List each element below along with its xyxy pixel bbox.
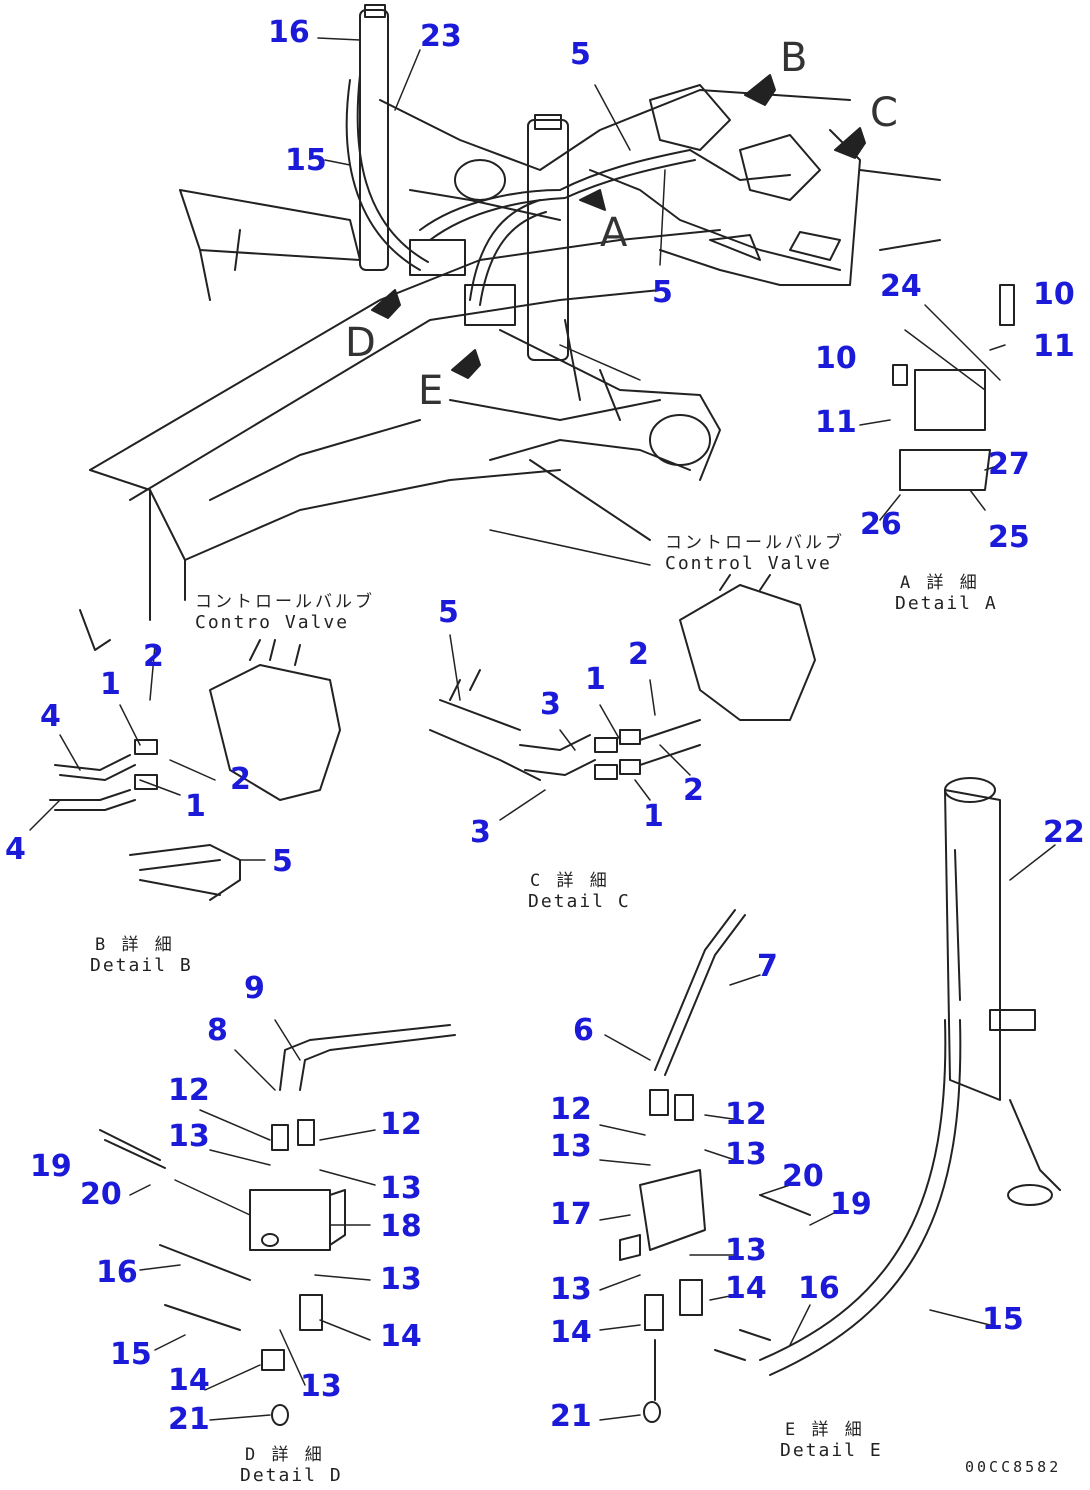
callout-20: 20 [80, 1177, 122, 1212]
callout-8: 8 [207, 1013, 228, 1048]
callout-26: 26 [860, 507, 902, 542]
callout-3: 3 [540, 687, 561, 722]
callout-12: 12 [550, 1092, 592, 1127]
lift-cylinders [359, 4, 581, 401]
callout-23: 23 [420, 19, 462, 54]
callout-5: 5 [570, 37, 591, 72]
detail-a-caption-jp: A 詳 細 [900, 573, 980, 593]
callout-6: 6 [573, 1013, 594, 1048]
detail-c-caption-en: Detail C [528, 891, 631, 912]
callout-1: 1 [185, 789, 206, 824]
callout-1: 1 [100, 667, 121, 702]
view-letter-c: C [870, 90, 898, 136]
detail-a-caption-en: Detail A [895, 593, 998, 614]
cylinder-22-drawing [714, 777, 1061, 1376]
control-valve-label-jp-b: コントロールバルブ [195, 592, 375, 612]
callout-20: 20 [782, 1159, 824, 1194]
callout-21: 21 [550, 1399, 592, 1434]
callout-25: 25 [988, 520, 1030, 555]
callout-16: 16 [268, 15, 310, 50]
callout-13: 13 [550, 1272, 592, 1307]
callout-2: 2 [143, 639, 164, 674]
drawing-code: 00CC8582 [965, 1458, 1062, 1476]
callout-10: 10 [815, 341, 857, 376]
callout-17: 17 [550, 1197, 592, 1232]
detail-e-caption-en: Detail E [780, 1440, 883, 1461]
callout-18: 18 [380, 1209, 422, 1244]
control-valve-label-en-b: Contro Valve [195, 612, 350, 633]
view-arrows [371, 74, 866, 379]
callout-13: 13 [725, 1233, 767, 1268]
callout-15: 15 [110, 1337, 152, 1372]
detail-b-caption-en: Detail B [90, 955, 193, 976]
leader-lines [29, 37, 1056, 1421]
callout-13: 13 [168, 1119, 210, 1154]
detail-c-caption-jp: C 詳 細 [530, 871, 610, 891]
view-letter-d: D [345, 320, 376, 366]
callout-12: 12 [380, 1107, 422, 1142]
callout-13: 13 [550, 1129, 592, 1164]
callout-15: 15 [285, 143, 327, 178]
control-valve-label-jp-c: コントロールバルブ [665, 533, 845, 553]
callout-13: 13 [300, 1369, 342, 1404]
detail-e-caption-jp: E 詳 細 [785, 1420, 865, 1440]
callout-11: 11 [815, 405, 857, 440]
callout-16: 16 [96, 1255, 138, 1290]
callout-2: 2 [230, 762, 251, 797]
callout-19: 19 [30, 1149, 72, 1184]
callout-1: 1 [643, 799, 664, 834]
callout-22: 22 [1043, 815, 1085, 850]
callout-4: 4 [40, 699, 61, 734]
callout-27: 27 [988, 447, 1030, 482]
view-letter-a: A [600, 210, 628, 256]
detail-b-caption-jp: B 詳 細 [95, 935, 175, 955]
callout-2: 2 [683, 773, 704, 808]
callout-2: 2 [628, 637, 649, 672]
callout-14: 14 [380, 1319, 422, 1354]
detail-c-drawing [429, 574, 816, 781]
control-valve-label-en-c: Control Valve [665, 553, 832, 574]
detail-e-drawing [619, 909, 811, 1423]
detail-d-caption-en: Detail D [240, 1465, 343, 1486]
callout-11: 11 [1033, 329, 1075, 364]
callout-12: 12 [168, 1073, 210, 1108]
callout-14: 14 [168, 1363, 210, 1398]
callout-16: 16 [798, 1271, 840, 1306]
callout-3: 3 [470, 815, 491, 850]
main-view-valves [409, 84, 1015, 491]
callout-13: 13 [725, 1137, 767, 1172]
callout-5: 5 [438, 595, 459, 630]
view-letter-b: B [780, 35, 808, 81]
callout-9: 9 [244, 971, 265, 1006]
callout-4: 4 [5, 832, 26, 867]
callout-13: 13 [380, 1171, 422, 1206]
detail-d-caption-jp: D 詳 細 [245, 1445, 325, 1465]
callout-14: 14 [725, 1271, 767, 1306]
callout-24: 24 [880, 269, 922, 304]
callout-5: 5 [652, 275, 673, 310]
callout-12: 12 [725, 1097, 767, 1132]
callout-19: 19 [830, 1187, 872, 1222]
callout-14: 14 [550, 1315, 592, 1350]
callout-13: 13 [380, 1262, 422, 1297]
detail-b-drawing [49, 639, 341, 901]
callout-7: 7 [757, 949, 778, 984]
detail-d-drawing [99, 1024, 456, 1426]
callout-15: 15 [982, 1302, 1024, 1337]
callout-1: 1 [585, 662, 606, 697]
callout-5: 5 [272, 844, 293, 879]
callout-10: 10 [1033, 277, 1075, 312]
view-letter-e: E [418, 368, 444, 414]
callout-21: 21 [168, 1402, 210, 1437]
